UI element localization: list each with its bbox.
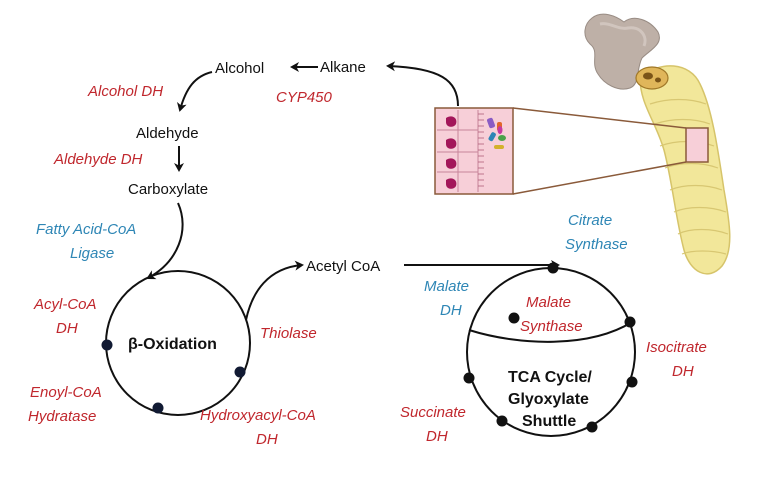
tca-cycle-title: TCA Cycle/ <box>508 369 592 386</box>
cycle-node <box>463 372 475 384</box>
cycle-node <box>624 316 636 328</box>
malate-synthase-label: Malate <box>526 294 571 311</box>
alcohol-dh-label: Alcohol DH <box>87 83 163 100</box>
carboxylate-label: Carboxylate <box>128 181 208 198</box>
pathway-arrows <box>146 61 560 321</box>
cycle-node <box>547 262 559 274</box>
beta-oxidation-title: β-Oxidation <box>128 336 217 353</box>
acyl-coa-dh-label-2: DH <box>56 320 78 337</box>
gut-inset-image <box>434 107 687 195</box>
cycle-node <box>496 415 508 427</box>
gut-highlight-box <box>685 127 709 163</box>
hydroxyacyl-coa-dh-label: Hydroxyacyl-CoA <box>200 407 316 424</box>
arrow-gut-to-alkane <box>386 61 459 107</box>
malate-dh-label: Malate <box>424 278 469 295</box>
arrow-carboxylate-to-beta-oxidation <box>146 202 184 280</box>
tca-cycle <box>463 262 638 437</box>
cycle-node <box>508 312 520 324</box>
cycle-node <box>626 376 638 388</box>
enoyl-coa-hydratase-label-2: Hydratase <box>28 408 96 425</box>
cycle-node <box>101 339 113 351</box>
succinate-dh-label-2: DH <box>426 428 448 445</box>
enoyl-coa-hydratase-label: Enoyl-CoA <box>30 384 102 401</box>
cycle-node <box>152 402 164 414</box>
isocitrate-dh-label: Isocitrate <box>646 339 707 356</box>
tca-cycle-title-2: Glyoxylate <box>508 391 589 408</box>
malate-synthase-label-2: Synthase <box>520 318 583 335</box>
hydroxyacyl-coa-dh-label-2: DH <box>256 431 278 448</box>
cycle-node <box>234 366 246 378</box>
succinate-dh-label: Succinate <box>400 404 466 421</box>
cycle-node <box>586 421 598 433</box>
fatty-acid-coa-ligase-label: Fatty Acid-CoA <box>36 221 136 238</box>
malate-dh-label-2: DH <box>440 302 462 319</box>
citrate-synthase-label-2: Synthase <box>565 236 628 253</box>
acyl-coa-dh-label: Acyl-CoA <box>33 296 97 313</box>
alcohol-label: Alcohol <box>215 60 264 77</box>
larva-image <box>635 65 731 275</box>
arrow-to-acetyl-coa <box>245 260 304 321</box>
beta-oxidation-cycle <box>101 270 251 416</box>
thiolase-label: Thiolase <box>260 325 317 342</box>
acetyl-coa-label: Acetyl CoA <box>306 258 380 275</box>
arrow-alcohol-to-aldehyde <box>177 71 213 112</box>
aldehyde-label: Aldehyde <box>136 125 199 142</box>
cyp450-label: CYP450 <box>276 89 333 106</box>
alkane-label: Alkane <box>320 59 366 76</box>
isocitrate-dh-label-2: DH <box>672 363 694 380</box>
citrate-synthase-label: Citrate <box>568 212 612 229</box>
tca-cycle-title-3: Shuttle <box>522 413 576 430</box>
aldehyde-dh-label: Aldehyde DH <box>53 151 143 168</box>
fatty-acid-coa-ligase-label-2: Ligase <box>70 245 114 262</box>
